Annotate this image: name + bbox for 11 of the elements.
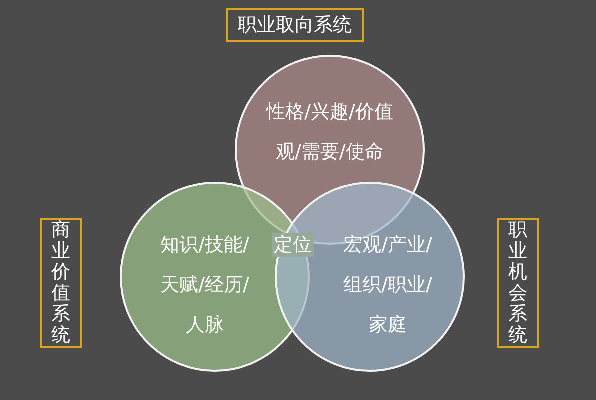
system-title: 商业价值系统 [51,220,71,346]
title-frame [40,218,82,348]
overlap-label: 定位 [272,233,314,257]
circle-text: 知识/技能/天赋/经历/人脉 [160,233,250,338]
system-title: 职业取向系统 [238,13,352,38]
title-frame [226,8,364,42]
circle-text: 性格/兴趣/价值观/需要/使命 [265,100,394,165]
circle-text: 宏观/产业/组织/职业/家庭 [342,233,434,338]
title-frame [497,218,539,348]
venn-circle [275,182,465,372]
system-title: 职业机会系统 [508,220,528,346]
